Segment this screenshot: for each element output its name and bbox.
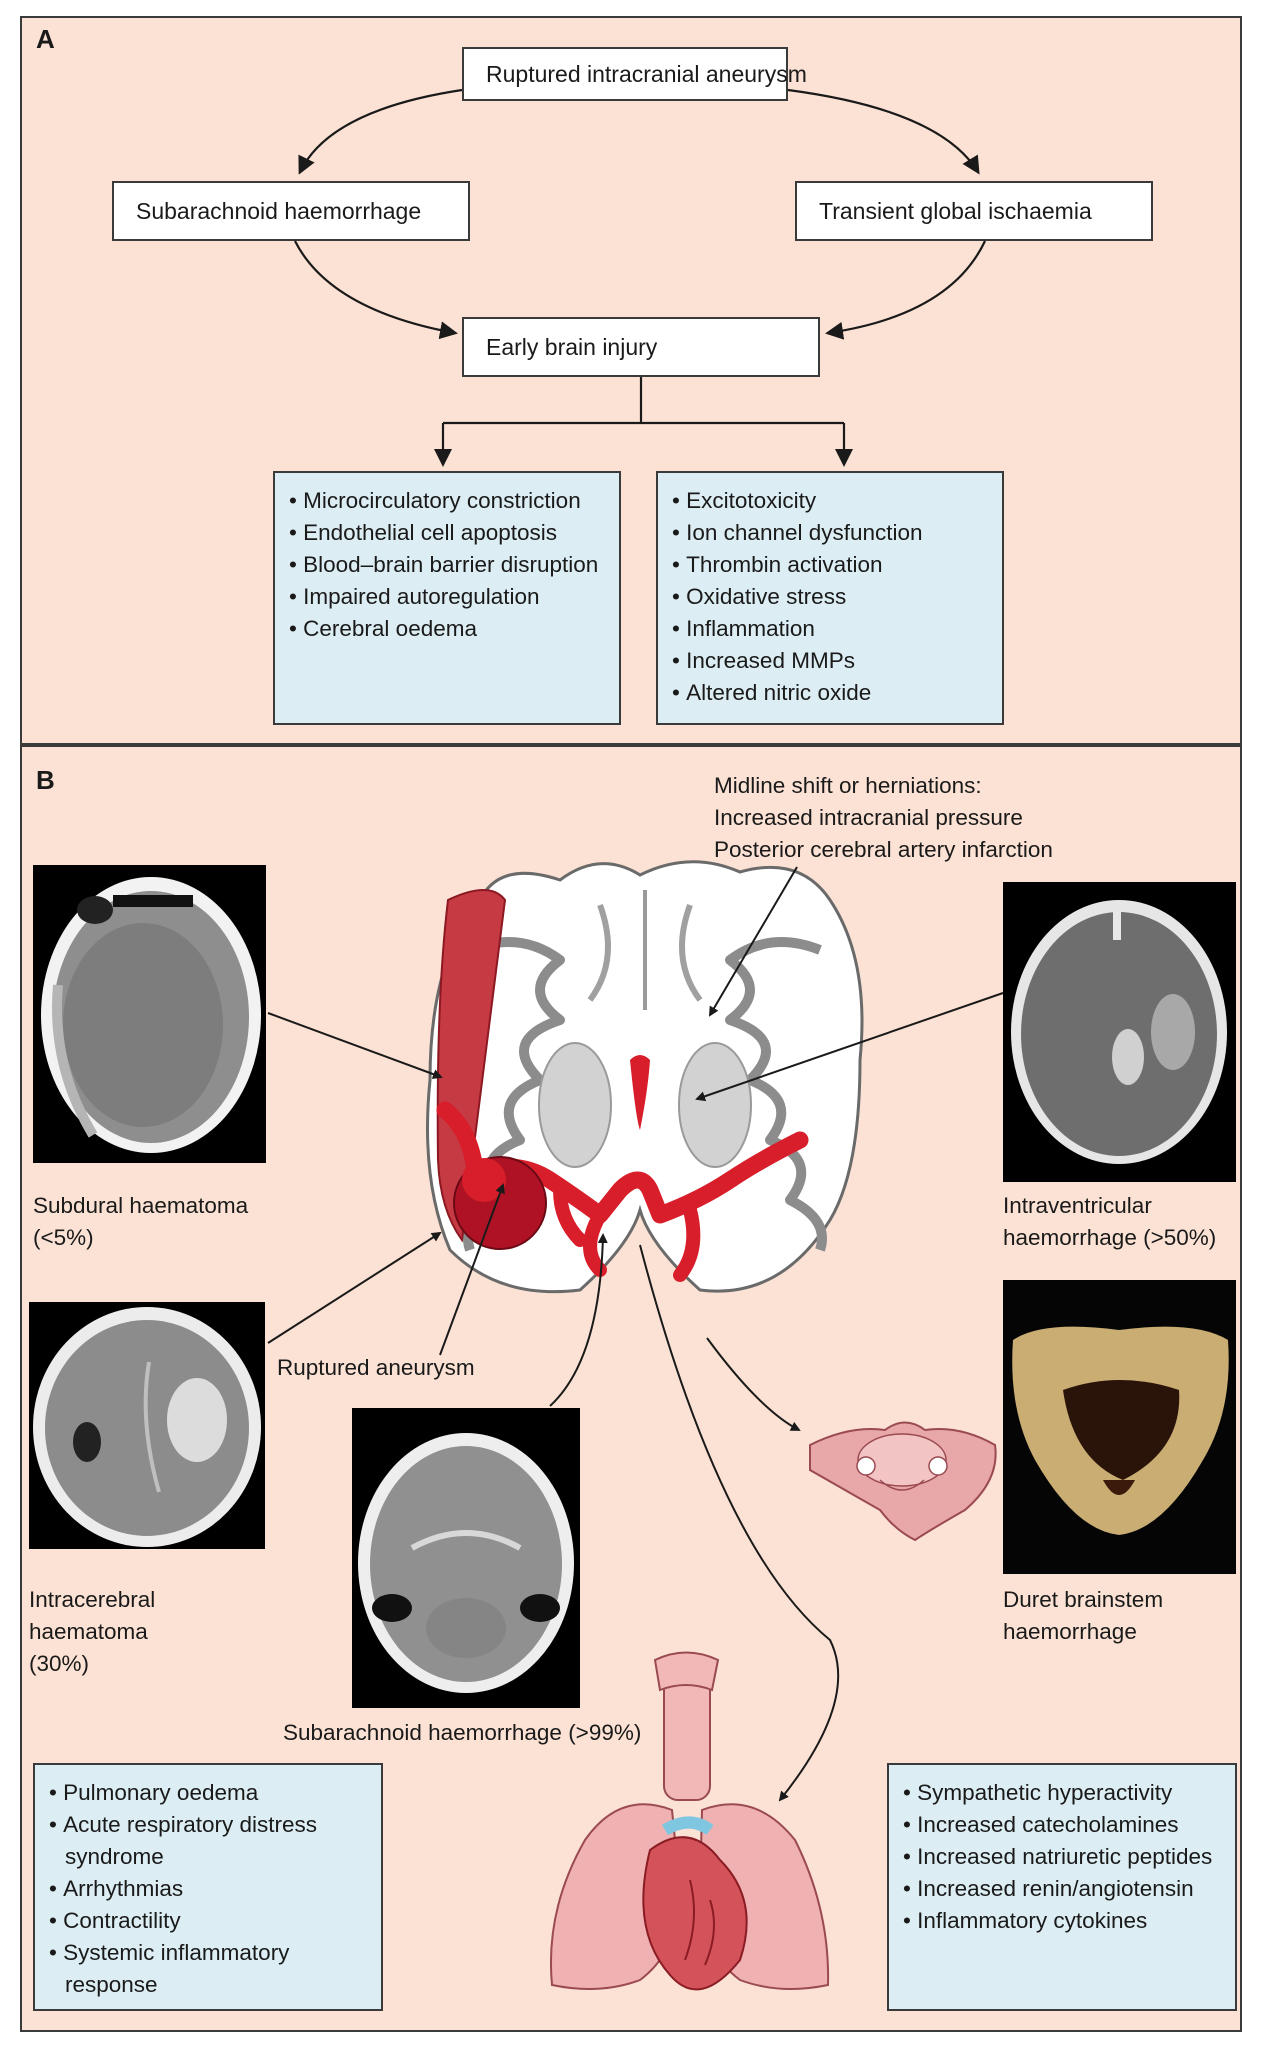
sah-box: Subarachnoid haemorrhage [112,181,470,241]
ruptured-aneurysm-caption: Ruptured aneurysm [277,1355,475,1380]
list-item: Blood–brain barrier disruption [289,549,605,581]
list-item: Inflammatory cytokines [903,1905,1221,1937]
panel-a: A [20,16,1242,745]
list-item: Pulmonary oedema [49,1777,367,1809]
ischaemia-box: Transient global ischaemia [795,181,1153,241]
list-item: Arrhythmias [49,1873,367,1905]
ruptured-aneurysm-box: Ruptured intracranial aneurysm [462,47,807,101]
ivh-ct-image [1003,882,1236,1182]
early-brain-injury-box: Early brain injury [462,317,820,377]
list-item: Inflammation [672,613,988,645]
list-item: Increased natriuretic peptides [903,1841,1221,1873]
list-item: Microcirculatory constriction [289,485,605,517]
list-item: Increased renin/angiotensin [903,1873,1221,1905]
list-item: Cerebral oedema [289,613,605,645]
list-item: Increased MMPs [672,645,988,677]
ischaemia-text: Transient global ischaemia [819,197,1092,224]
list-item: Increased catecholamines [903,1809,1221,1841]
subdural-caption: Subdural haematoma (<5%) [33,1193,249,1250]
list-item: Ion channel dysfunction [672,517,988,549]
list-item: Contractility [49,1905,367,1937]
list-item: Sympathetic hyperactivity [903,1777,1221,1809]
list-item: Endothelial cell apoptosis [289,517,605,549]
vascular-mechanisms-list: Microcirculatory constriction Endothelia… [273,471,621,725]
list-item: Excitotoxicity [672,485,988,517]
neurohumoral-list: Sympathetic hyperactivity Increased cate… [887,1763,1237,2011]
subdural-ct-image [33,865,266,1163]
sah-ct-image [352,1408,580,1708]
list-item: Systemic inflammatory response [49,1937,335,2001]
ruptured-aneurysm-text: Ruptured intracranial aneurysm [486,60,807,87]
panel-b-label: B [36,765,55,795]
sah-text: Subarachnoid haemorrhage [136,197,422,224]
list-item: Altered nitric oxide [672,677,988,709]
intracerebral-caption: Intracerebral haematoma (30%) [29,1587,156,1676]
sah-caption: Subarachnoid haemorrhage (>99%) [283,1720,642,1745]
ivh-caption: Intraventricular haemorrhage (>50%) [1003,1193,1217,1250]
list-item: Impaired autoregulation [289,581,605,613]
cellular-mechanisms-list: Excitotoxicity Ion channel dysfunction T… [656,471,1004,725]
list-item: Oxidative stress [672,581,988,613]
early-brain-injury-text: Early brain injury [486,333,658,360]
duret-specimen-image [1003,1280,1236,1574]
list-item: Thrombin activation [672,549,988,581]
intracerebral-ct-image [29,1302,265,1549]
duret-caption: Duret brainstem haemorrhage [1003,1587,1164,1644]
pulmonary-cardiac-list: Pulmonary oedema Acute respiratory distr… [33,1763,383,2011]
panel-a-label: A [36,24,55,54]
midline-shift-caption: Midline shift or herniations: Increased … [714,773,1053,862]
list-item: Acute respiratory distress syndrome [49,1809,335,1873]
